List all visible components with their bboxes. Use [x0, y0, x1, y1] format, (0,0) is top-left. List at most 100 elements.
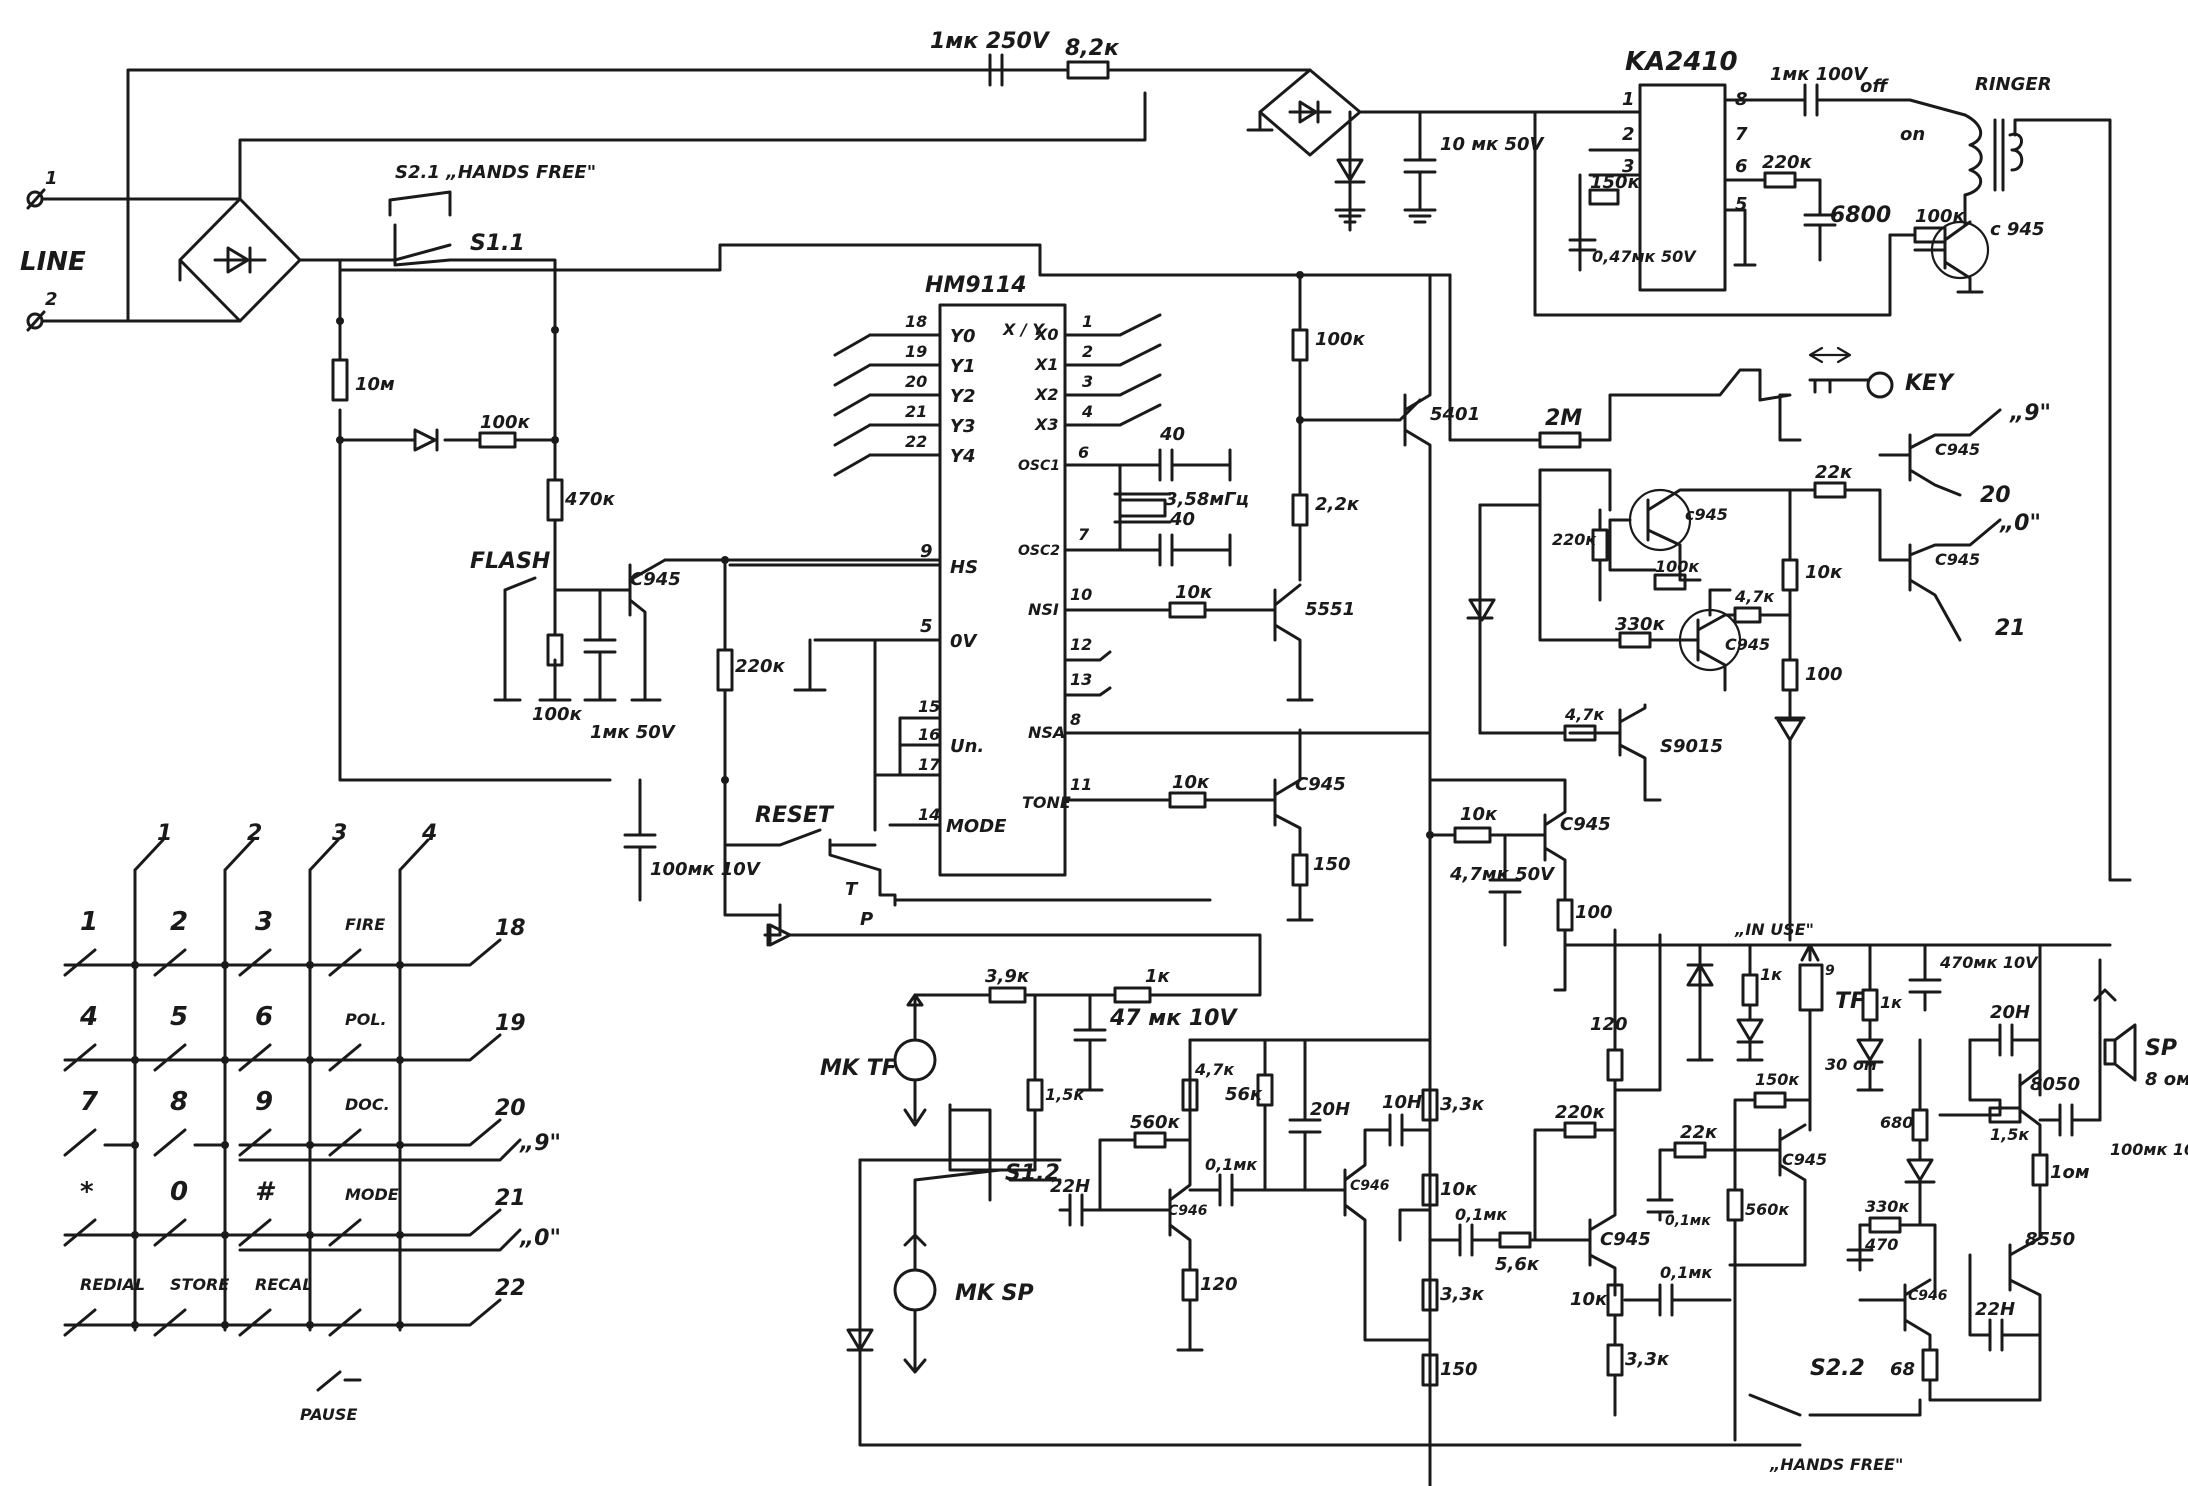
c-01-b-label: 0,1мк — [1455, 1205, 1508, 1224]
line-term1-label: 1 — [45, 168, 58, 189]
svg-text:Y1: Y1 — [950, 356, 976, 377]
r-220k-ic-label: 220к — [1762, 152, 1813, 173]
keypad-row-label: 22 — [495, 1276, 526, 1301]
r-680-label: 680 — [1880, 1113, 1913, 1132]
keypad-key-switch — [328, 1043, 402, 1072]
pause-switch: PAUSE — [300, 1370, 362, 1424]
keypad-row-label: 21 — [495, 1186, 526, 1211]
amp-q7: С946 10Н 3,3к 10к 3,3к 150 0,1мк 5,6к — [1343, 1038, 1542, 1412]
keypad-key-switch — [328, 1308, 402, 1337]
svg-text:0V: 0V — [950, 631, 979, 652]
keypad-row-label: 18 — [495, 916, 526, 941]
keypad-node — [221, 1231, 229, 1239]
r-22k-c-label: 2,2к — [1315, 494, 1360, 515]
svg-text:22: 22 — [905, 432, 927, 451]
svg-text:14: 14 — [918, 805, 940, 824]
r-10m-label: 10м — [355, 374, 395, 395]
keypad-key-switch — [238, 1043, 312, 1072]
keypad-node — [306, 1141, 314, 1149]
keypad-key-switch — [153, 948, 227, 977]
keypad-col-wire — [133, 838, 165, 1332]
c-470-label: 470 — [1864, 1235, 1898, 1254]
keypad-key-label: REDIAL — [80, 1275, 145, 1294]
c-10n-label: 10Н — [1382, 1092, 1422, 1113]
keypad-key-switch — [153, 1128, 227, 1157]
keypad-key-label: 4 — [79, 1002, 98, 1032]
q16-label: С945 — [1935, 440, 1980, 459]
keypad-node — [221, 1141, 229, 1149]
svg-text:7: 7 — [1078, 525, 1090, 544]
svg-text:Y0: Y0 — [950, 326, 976, 347]
r-220k-q15-label: 220к — [1552, 530, 1597, 549]
keypad-key-label: 7 — [80, 1087, 99, 1117]
keypad-key-switch — [238, 1308, 312, 1337]
keypad-row-wire — [63, 1298, 502, 1327]
r-330k-b-label: 330к — [1865, 1197, 1910, 1216]
keypad-row-ext-wire — [238, 1138, 522, 1252]
svg-text:12: 12 — [1070, 635, 1092, 654]
svg-text:10: 10 — [1070, 585, 1092, 604]
c-47mk50-label: 4,7мк 50V — [1449, 864, 1556, 885]
nine-label-right: „9" — [2009, 401, 2051, 426]
keypad-node — [131, 1141, 139, 1149]
keypad-col-label: 3 — [332, 821, 347, 846]
ringer-driver: off on RINGER 100к с 945 — [1860, 74, 2132, 882]
r-47k-s9015-label: 4,7к — [1564, 705, 1605, 724]
svg-text:16: 16 — [918, 725, 940, 744]
mk-tf-label: MK TF — [820, 1056, 897, 1081]
transistor-q3: 5551 — [1273, 583, 1355, 702]
keypad-col-label: 1 — [157, 821, 172, 846]
svg-text:20: 20 — [905, 372, 927, 391]
flash-network: 10м 100к 470к FLASH 100к 1мк 50V С945 — [331, 258, 732, 782]
dialer-left-pins: 18 19 20 21 22 Y0 Y1 Y2 Y3 Y4 9 HS 5 0V … — [728, 312, 1007, 837]
q1-label: с 945 — [1990, 219, 2045, 240]
keypad-key-label: 1 — [80, 907, 98, 937]
r-560k-d-label: 560к — [1745, 1200, 1790, 1219]
svg-text:Un.: Un. — [950, 736, 984, 757]
svg-text:4: 4 — [1081, 402, 1093, 421]
svg-text:9: 9 — [920, 541, 933, 562]
keypad-key-switch — [153, 1308, 227, 1337]
r-68-label: 68 — [1890, 1359, 1915, 1380]
reset-label: RESET — [755, 803, 835, 828]
svg-text:Y4: Y4 — [950, 446, 976, 467]
svg-text:NSA: NSA — [1028, 723, 1065, 742]
on-label: on — [1900, 124, 1925, 145]
c-20n-b-label: 20Н — [1990, 1002, 2030, 1023]
n20-label: 20 — [1980, 483, 2011, 508]
ringer-label: RINGER — [1975, 74, 2052, 95]
keypad-node — [306, 1231, 314, 1239]
q12-label: С945 — [1782, 1150, 1827, 1169]
r-33k-b-label: 3,3к — [1440, 1284, 1485, 1305]
svg-text:OSC2: OSC2 — [1018, 543, 1060, 559]
keypad-node — [306, 1321, 314, 1329]
r-100-q-label: 100 — [1805, 664, 1843, 685]
r-470k-label: 470к — [564, 489, 616, 510]
keypad-key-switch — [63, 1128, 137, 1157]
c-01-d-label: 0,1мк — [1665, 1213, 1711, 1229]
svg-text:11: 11 — [1070, 775, 1092, 794]
preamp-q6: 22Н 560к С946 120 4,7к 0,1мк 56к 20Н — [1050, 1038, 1432, 1352]
mic-tf: MK TF 3,9к 1к 47 мк 10V 1,5к — [820, 966, 1262, 1202]
keypad-key-label: 6 — [255, 1002, 273, 1032]
svg-text:3: 3 — [1622, 156, 1635, 177]
key-label: KEY — [1905, 371, 1955, 396]
r-47k-q6-label: 4,7к — [1194, 1060, 1235, 1079]
keypad-key-switch — [153, 1218, 227, 1247]
q3-label: 5551 — [1305, 599, 1355, 620]
keypad-key-switch — [328, 1128, 402, 1157]
r-220k-b-label: 220к — [735, 656, 786, 677]
keypad-row-wire — [63, 938, 502, 967]
keypad-row-ext-0: „0" — [519, 1226, 561, 1251]
s11-label: S1.1 — [470, 231, 525, 256]
c-470mk-label: 470мк 10V — [1939, 953, 2039, 972]
q9-label: С946 — [1908, 1288, 1948, 1304]
hands-free-top-label: S2.1 „HANDS FREE" — [395, 162, 596, 183]
r-47k-q18-label: 4,7к — [1734, 587, 1775, 606]
c-40b-label: 40 — [1169, 509, 1195, 530]
keypad-col-wire — [398, 838, 430, 1332]
r-22k-d-label: 22к — [1680, 1122, 1718, 1143]
svg-text:13: 13 — [1070, 670, 1092, 689]
pause-label: PAUSE — [300, 1405, 357, 1424]
